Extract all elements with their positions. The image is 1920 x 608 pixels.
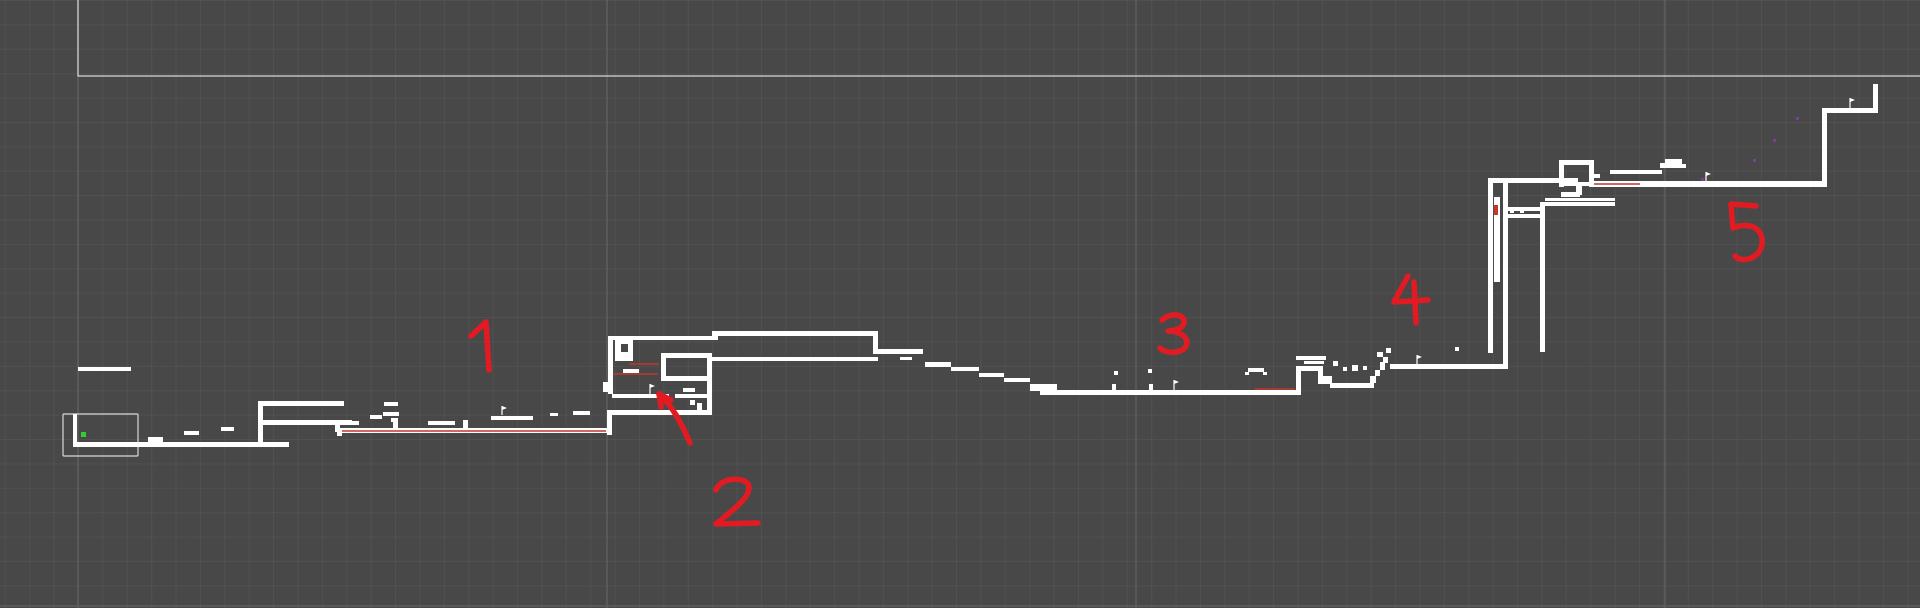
player-spawn-icon[interactable]	[81, 432, 86, 437]
level-section-1[interactable]	[73, 367, 610, 447]
annotation-arrow	[656, 391, 693, 446]
flag-icon[interactable]	[1705, 172, 1711, 181]
flag-icon[interactable]	[1173, 380, 1179, 390]
annotation-number-5	[1728, 201, 1765, 263]
level-section-4[interactable]	[1296, 178, 1578, 395]
annotation-number-4	[1391, 273, 1431, 326]
annotation-number-2	[713, 476, 761, 527]
level-section-2[interactable]	[603, 331, 923, 435]
flag-icon[interactable]	[1849, 98, 1855, 108]
level-section-3[interactable]	[925, 362, 1300, 395]
level-section-5[interactable]	[1506, 84, 1878, 352]
flag-icon[interactable]	[649, 384, 655, 394]
camera-start-frame[interactable]	[62, 413, 139, 457]
annotation-number-1	[468, 319, 492, 373]
flag-icon[interactable]	[501, 406, 507, 415]
level-bounds-frame	[77, 0, 1920, 77]
flag-icon[interactable]	[1416, 355, 1422, 364]
annotation-number-3	[1157, 312, 1190, 355]
